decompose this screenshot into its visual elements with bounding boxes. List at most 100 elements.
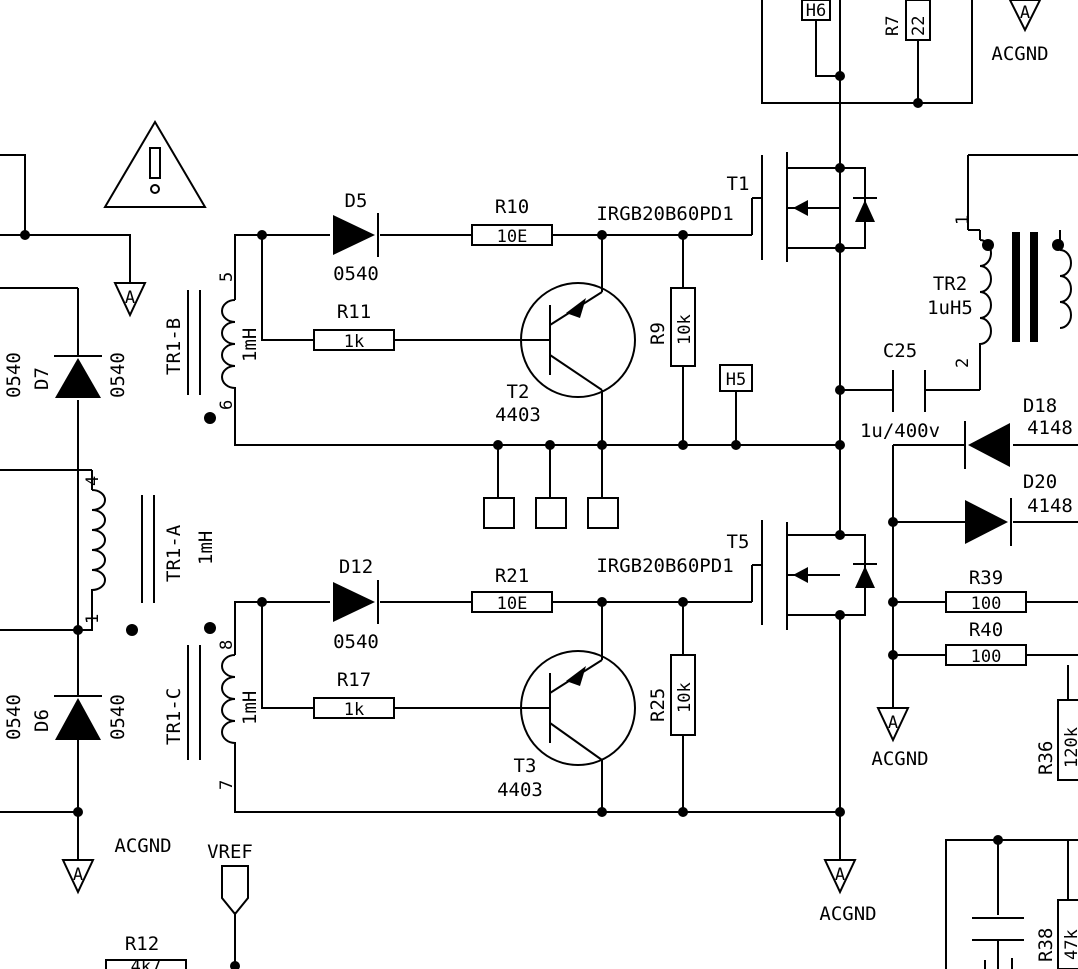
transformer-tr1-a: TR1-A 1mH 4 1 [83,476,217,624]
svg-text:47k: 47k [1062,929,1078,960]
net-label-acgnd: ACGND [819,903,876,925]
resistor-r10: 10E R10 [471,196,553,247]
svg-text:0540: 0540 [107,352,129,398]
junction-dot [73,625,83,635]
junction-dot [597,440,607,450]
capacitor-c25: C25 1u/400v [860,340,940,442]
svg-text:D12: D12 [339,556,373,578]
net-label-acgnd: ACGND [114,835,171,857]
svg-text:R11: R11 [337,301,371,323]
vref-flag: VREF [207,841,253,916]
svg-text:R9: R9 [647,322,669,345]
junction-dot [678,230,688,240]
junction-dot [597,230,607,240]
resistor-r7: 22 R7 [883,0,931,41]
svg-text:22: 22 [909,16,929,36]
ground-symbol: A [876,655,910,743]
junction-dot [731,440,741,450]
svg-text:R12: R12 [125,933,159,955]
resistor-r11: 1k R11 [313,301,395,352]
svg-text:7: 7 [217,780,237,790]
svg-text:120k: 120k [1062,727,1078,768]
svg-text:R36: R36 [1035,741,1057,775]
svg-text:T1: T1 [727,173,750,195]
resistor-r36: 120k R36 [1035,699,1078,781]
svg-text:T5: T5 [727,531,750,553]
svg-text:D5: D5 [345,190,368,212]
svg-text:T3: T3 [514,755,537,777]
test-pad [483,497,515,529]
junction-dot [230,961,240,969]
net-label-acgnd: ACGND [991,43,1048,65]
junction-dot [257,230,267,240]
svg-text:10k: 10k [675,682,695,713]
svg-text:VREF: VREF [207,841,253,863]
resistor-r25: 10k R25 [647,654,696,736]
svg-text:0540: 0540 [333,631,379,653]
svg-text:D18: D18 [1023,395,1057,417]
transformer-tr1-b: TR1-B 1mH 5 6 [163,272,261,410]
svg-text:4148: 4148 [1027,417,1073,439]
svg-text:R17: R17 [337,669,371,691]
svg-text:A: A [73,865,83,885]
diode-d5: D5 0540 [333,190,379,285]
phase-dot [126,624,138,636]
resistor-r40: 100 R40 [945,619,1027,667]
svg-text:4k7: 4k7 [131,957,162,969]
svg-text:H6: H6 [806,1,826,21]
resistor-r12: 4k7 R12 [105,933,187,969]
svg-text:1mH: 1mH [195,531,217,565]
svg-text:10k: 10k [675,314,695,345]
junction-dot [835,385,845,395]
svg-text:IRGB20B60PD1: IRGB20B60PD1 [596,203,733,225]
svg-text:A: A [125,288,135,308]
svg-text:A: A [835,865,845,885]
svg-text:1mH: 1mH [239,691,261,725]
junction-dot [835,71,845,81]
diode-d12: D12 0540 [333,556,379,653]
test-pad [587,497,619,529]
svg-text:A: A [1020,3,1030,23]
ground-symbol: A [61,859,95,895]
igbt-t5: T5 IRGB20B60PD1 [596,520,877,630]
transformer-tr2: TR2 1uH5 1 2 [927,215,1072,368]
header-h6: H6 [801,0,831,21]
resistor-r9: 10k R9 [647,287,696,367]
svg-text:1k: 1k [344,700,364,720]
junction-dot [257,597,267,607]
phase-dot [204,412,216,424]
svg-text:D7: D7 [31,367,53,390]
svg-text:4: 4 [83,476,103,486]
resistor-r39: 100 R39 [945,567,1027,614]
diode-d6: 0540 D6 0540 [3,694,129,740]
resistor-r38: 47k R38 [1035,899,1078,969]
transistor-t3: T3 4403 [497,650,636,801]
svg-text:R10: R10 [495,196,529,218]
diode-d18: D18 4148 [964,395,1073,469]
svg-text:D20: D20 [1023,471,1057,493]
junction-dot [545,440,555,450]
junction-dot [678,597,688,607]
svg-text:R40: R40 [969,619,1003,641]
transformer-tr1-c: TR1-C 1mH 8 7 [163,620,261,790]
ground-symbol: A [1008,0,1042,33]
diode-d7: 0540 D7 0540 [3,352,129,398]
svg-text:2: 2 [953,358,973,368]
svg-text:IRGB20B60PD1: IRGB20B60PD1 [596,555,733,577]
net-label-acgnd: ACGND [871,748,928,770]
svg-text:1k: 1k [344,332,364,352]
svg-text:1u/400v: 1u/400v [860,420,940,442]
svg-text:4403: 4403 [495,404,541,426]
junction-dots [20,71,1064,969]
svg-text:0540: 0540 [107,694,129,740]
svg-text:1: 1 [953,215,973,225]
igbt-t1: T1 IRGB20B60PD1 [596,152,877,262]
svg-text:4403: 4403 [497,779,543,801]
phase-dot [1052,239,1064,251]
junction-dot [993,835,1003,845]
svg-text:0540: 0540 [333,263,379,285]
capacitor [972,917,1024,969]
svg-text:100: 100 [971,594,1002,614]
junction-dot [493,440,503,450]
